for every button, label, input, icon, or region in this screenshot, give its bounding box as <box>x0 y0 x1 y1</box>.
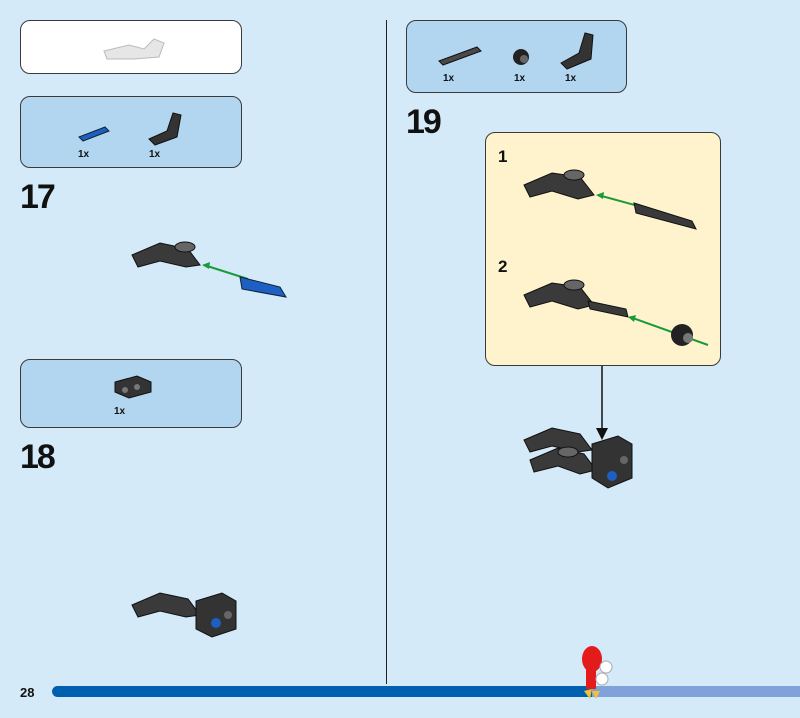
substep-2-illustration <box>523 279 709 346</box>
black-brick-icon <box>114 375 152 399</box>
step-19-parts-box: 1x 1x 1x <box>406 20 627 93</box>
ghost-part-icon <box>103 38 165 60</box>
page-number: 28 <box>20 685 35 700</box>
blue-pin-icon <box>78 126 110 142</box>
angle-connector-icon <box>148 112 182 146</box>
step-17-illustration <box>131 241 287 298</box>
column-divider <box>386 20 387 684</box>
step-number: 19 <box>406 103 442 141</box>
part-qty: 1x <box>443 73 455 84</box>
substep-number: 2 <box>498 257 508 276</box>
step-18-illustration <box>131 592 237 638</box>
part-qty: 1x <box>514 73 526 84</box>
progress-bar <box>52 686 800 697</box>
step-18-parts-box: 1x <box>20 359 242 428</box>
step-19-result-illustration <box>523 427 633 489</box>
substep-box: 1 2 <box>485 132 721 366</box>
part-qty: 1x <box>565 73 577 84</box>
step-number: 18 <box>20 438 56 476</box>
previous-result-box <box>20 20 242 74</box>
substep-1-illustration <box>523 169 697 230</box>
step-17-parts-box: 1x 1x <box>20 96 242 168</box>
axle-pin-icon <box>438 46 482 66</box>
part-qty: 1x <box>114 406 126 417</box>
part-qty: 1x <box>149 149 161 160</box>
part-qty: 1x <box>78 149 90 160</box>
angle-connector-icon <box>560 32 594 70</box>
down-arrow-icon <box>596 366 608 440</box>
progress-fill <box>52 686 592 697</box>
substep-number: 1 <box>498 147 508 166</box>
character-mascot-icon <box>582 646 613 699</box>
step-number: 17 <box>20 178 56 216</box>
bush-icon <box>513 49 529 65</box>
